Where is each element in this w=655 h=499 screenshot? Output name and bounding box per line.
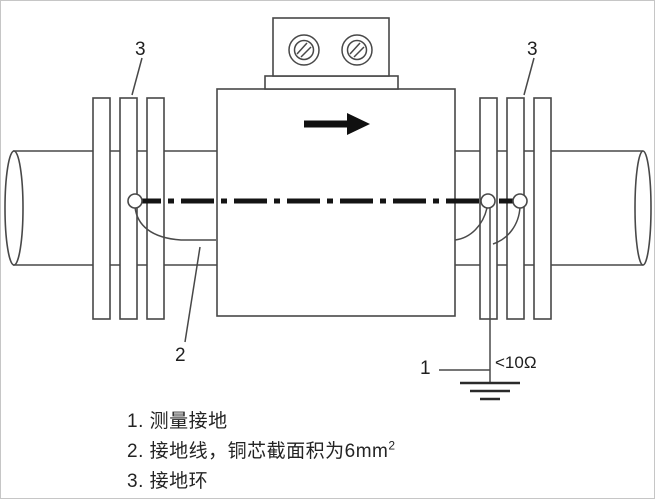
legend-item-measurement-ground: 1. 测量接地 xyxy=(127,406,228,433)
grounding-wire-left xyxy=(134,206,216,241)
junction-box xyxy=(264,17,399,90)
connection-point-right-b xyxy=(512,193,528,209)
callout-right-ring: 3 xyxy=(527,39,538,60)
legend-item-ground-wire: 2. 接地线，铜芯截面积为6mm2 xyxy=(127,436,396,463)
callout-left-ring: 3 xyxy=(135,39,146,60)
legend-item-2-superscript: 2 xyxy=(388,438,396,453)
leader-line-wire xyxy=(184,246,201,343)
junction-box-housing xyxy=(272,17,390,77)
connection-point-right-a xyxy=(480,193,496,209)
connection-point-left xyxy=(127,193,143,209)
legend-item-1-text: 1. 测量接地 xyxy=(127,411,228,432)
flow-arrow-icon xyxy=(304,113,370,135)
ground-symbol-icon xyxy=(460,381,520,401)
grounding-wire-ring-link xyxy=(492,206,521,245)
callout-wire: 2 xyxy=(175,345,186,366)
grounding-ring-left xyxy=(92,97,165,320)
pipe-left-end-cap xyxy=(4,150,24,266)
legend-item-2-text: 2. 接地线，铜芯截面积为6mm xyxy=(127,441,389,462)
leader-line-right-ring xyxy=(523,57,535,96)
grounding-wire-right xyxy=(454,207,488,241)
flange-plate xyxy=(506,97,525,320)
cable-gland-left-icon xyxy=(288,34,320,66)
resistance-label: <10Ω xyxy=(495,353,537,372)
leader-line-left-ring xyxy=(131,57,143,96)
pipe-left xyxy=(4,150,217,266)
junction-box-base xyxy=(264,75,399,90)
flange-plate xyxy=(533,97,552,320)
legend-item-3-text: 3. 接地环 xyxy=(127,471,209,492)
flange-plate xyxy=(146,97,165,320)
pipe-right-end-cap xyxy=(634,150,652,266)
flange-plate xyxy=(92,97,111,320)
legend-item-ground-ring: 3. 接地环 xyxy=(127,466,208,493)
callout-ground: 1 xyxy=(420,358,431,379)
cable-gland-right-icon xyxy=(341,34,373,66)
